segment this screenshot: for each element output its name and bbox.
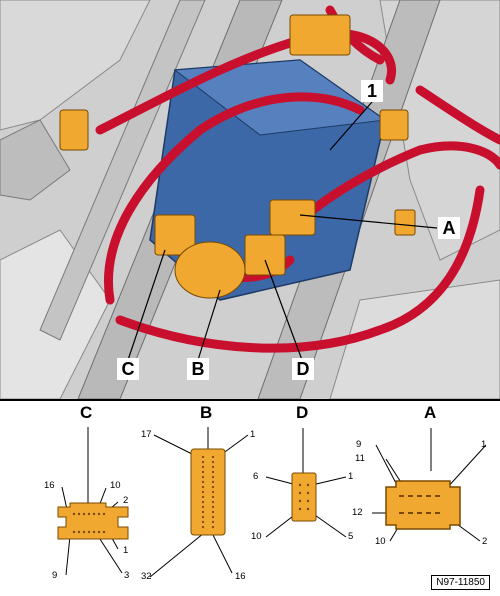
connector-pinouts: C B D A 16 10 2 1 9 3 17 1 32 16 6 1 10 … — [0, 401, 500, 596]
illustration-drawing — [0, 0, 500, 399]
pin-label: 12 — [352, 507, 363, 518]
pin-label: 1 — [123, 545, 129, 556]
component-illustration: 1 A C B D — [0, 0, 500, 401]
pin-label: 11 — [355, 453, 365, 464]
pin-label: 2 — [482, 536, 488, 547]
pin-label: 32 — [141, 571, 152, 582]
pin-label: 9 — [52, 570, 58, 581]
pinout-d-title: D — [296, 403, 309, 422]
callout-d: D — [292, 358, 314, 380]
pin-label: 10 — [251, 531, 262, 542]
pin-label: 16 — [235, 571, 246, 582]
pin-label: 1 — [250, 429, 256, 440]
pin-label: 5 — [348, 531, 354, 542]
pin-label: 1 — [348, 471, 354, 482]
pinout-a-title: A — [424, 403, 437, 422]
pinout-drawings — [57, 427, 487, 578]
callout-1: 1 — [361, 80, 383, 102]
pin-label: 2 — [123, 495, 129, 506]
pinout-c-title: C — [80, 403, 93, 422]
callout-b: B — [187, 358, 209, 380]
callout-c: C — [117, 358, 139, 380]
pin-label: 1 — [481, 439, 487, 450]
pin-label: 10 — [110, 480, 121, 491]
pin-label: 3 — [124, 570, 130, 581]
pin-label: 16 — [44, 480, 55, 491]
pin-label: 6 — [253, 471, 259, 482]
callout-a: A — [438, 217, 460, 239]
pin-label: 17 — [141, 429, 152, 440]
pinout-b-title: B — [200, 403, 213, 422]
pin-label: 9 — [356, 439, 362, 450]
pin-label: 10 — [375, 536, 386, 547]
reference-code: N97-11850 — [431, 575, 490, 590]
